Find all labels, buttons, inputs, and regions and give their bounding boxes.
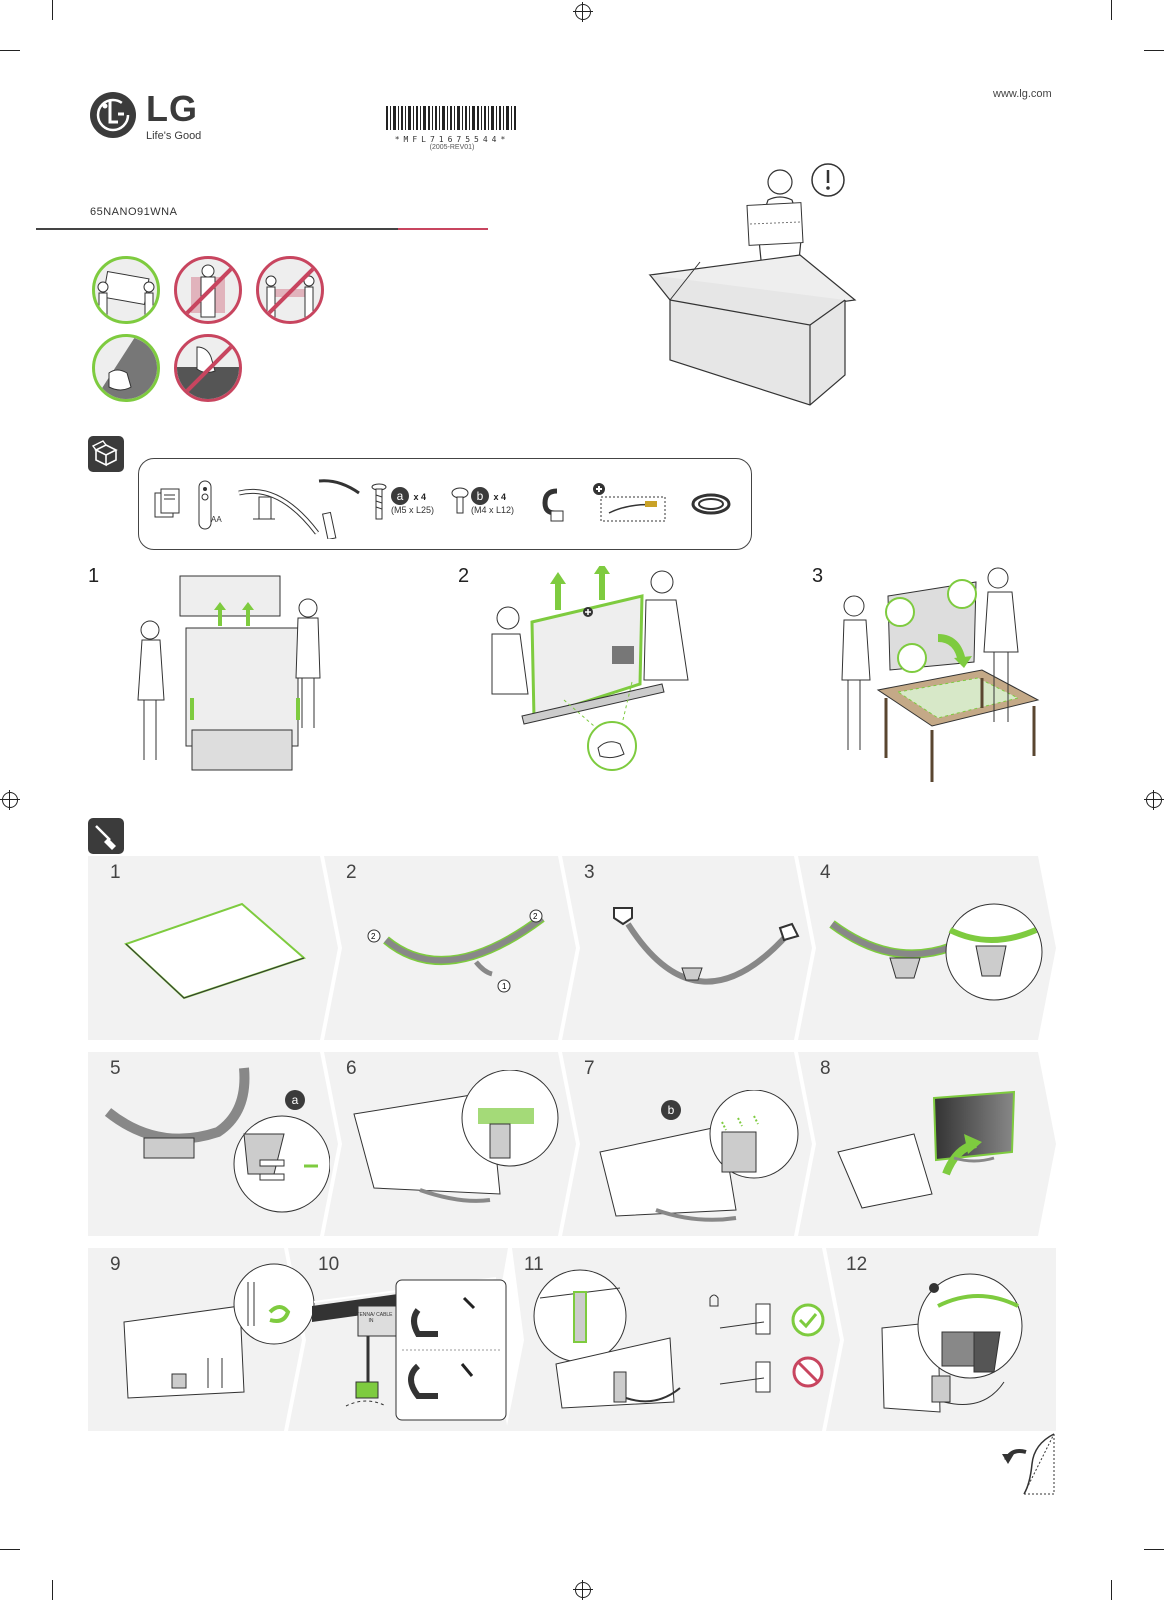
hint-carry-wrong-2: [256, 256, 324, 324]
crop-mark: [52, 1580, 53, 1600]
assembly-step-12-number: 12: [846, 1254, 868, 1275]
remote-control-icon: AA: [195, 477, 222, 536]
part-letter-b: b: [471, 487, 489, 505]
battery-label: AA: [211, 515, 222, 524]
assembly-step-11-number: 11: [524, 1254, 544, 1275]
step-5-part-letter: a: [285, 1090, 305, 1110]
step-10-illustration: [312, 1277, 507, 1421]
screw-b-qty: x 4: [493, 492, 506, 502]
assembly-step-5-number: 5: [110, 1058, 121, 1079]
crop-mark: [52, 0, 53, 20]
barcode-number: *MFL71675544*: [394, 135, 510, 144]
step-7-part-marker: b: [661, 1100, 681, 1120]
svg-text:2: 2: [533, 912, 538, 921]
step-6-illustration: [353, 1070, 559, 1203]
step-5-illustration: [104, 1067, 330, 1213]
step-3-illustration: [613, 907, 800, 985]
box-contents-icon: [88, 436, 124, 472]
registration-mark-icon: [573, 2, 593, 22]
step-4-illustration: [829, 903, 1043, 1001]
screw-a-qty: x 4: [413, 492, 426, 502]
unpack-step-1-illustration: [130, 570, 330, 785]
crop-mark: [1111, 1580, 1112, 1600]
screw-a-label: a x 4 (M5 x L25): [391, 487, 434, 515]
unpack-step-2-number: 2: [458, 565, 470, 587]
box-warning-illustration: [640, 160, 870, 415]
website-url: www.lg.com: [993, 88, 1052, 100]
barcode: *MFL71675544* (2005-REV01): [386, 106, 518, 151]
registration-mark-icon: [1144, 790, 1164, 810]
hint-grip-correct: [92, 334, 160, 402]
step-8-illustration: [837, 1090, 1016, 1209]
screwdriver-icon: [88, 818, 124, 854]
assembly-step-1-number: 1: [110, 862, 121, 883]
power-cord-icon: [689, 489, 735, 524]
crop-mark: [1144, 50, 1164, 51]
step-12-illustration: [881, 1273, 1023, 1413]
screw-b-icon: [451, 487, 469, 522]
cable-holder-icon: [315, 473, 365, 544]
unpack-step-1-number: 1: [88, 565, 100, 587]
assembly-step-3-number: 3: [584, 862, 595, 883]
lg-face-icon: [90, 92, 136, 138]
hint-grip-wrong: [174, 334, 242, 402]
crop-mark: [0, 1549, 20, 1550]
revision-code: (2005-REV01): [429, 144, 475, 151]
crop-mark: [1144, 1549, 1164, 1550]
assembly-step-2-number: 2: [346, 862, 357, 883]
step-5-part-marker: a: [285, 1090, 305, 1110]
svg-text:2: 2: [371, 932, 376, 941]
unpack-step-3-number: 3: [812, 565, 824, 587]
assembly-step-8-number: 8: [820, 1058, 831, 1079]
assembly-step-7-number: 7: [584, 1058, 595, 1079]
assembly-step-10-number: 10: [318, 1254, 340, 1275]
crop-mark: [1111, 0, 1112, 20]
av-cable-icon: [591, 481, 673, 530]
divider: [36, 228, 398, 230]
antenna-cable-in-label: ANTENNA/ CABLE IN: [349, 1312, 393, 1324]
hint-carry-wrong-1: [174, 256, 242, 324]
page-turn-icon: [1000, 1430, 1056, 1501]
part-letter-a: a: [391, 487, 409, 505]
unpack-step-2-illustration: [482, 562, 702, 781]
crop-mark: [0, 50, 20, 51]
step-2-illustration: 2 2 1: [367, 909, 545, 993]
screw-a-icon: [371, 483, 387, 528]
registration-mark-icon: [573, 1580, 593, 1600]
assembly-step-4-number: 4: [820, 862, 831, 883]
brand-slogan: Life's Good: [146, 130, 202, 142]
unpack-step-3-illustration: [838, 566, 1048, 791]
cable-clip-icon: [541, 485, 567, 530]
hint-carry-correct: [92, 256, 160, 324]
stand-base-icon: [235, 481, 321, 542]
brand-name: LG: [146, 88, 198, 129]
step-1-illustration: [124, 902, 306, 1000]
screw-b-spec: (M4 x L12): [471, 505, 515, 515]
parts-list: AA a x 4 (M5 x L25) b x 4 (M4 x L12): [138, 458, 752, 550]
svg-text:1: 1: [502, 982, 507, 991]
step-11-illustration: [533, 1269, 825, 1409]
manual-icon: [153, 487, 181, 526]
barcode-icon: [386, 106, 516, 130]
screw-b-label: b x 4 (M4 x L12): [471, 487, 514, 515]
lg-logo: LG Life's Good: [90, 88, 201, 142]
model-number: 65NANO91WNA: [90, 206, 178, 218]
step-9-illustration: [123, 1263, 315, 1399]
registration-mark-icon: [0, 790, 20, 810]
assembly-step-9-number: 9: [110, 1254, 121, 1275]
screw-a-spec: (M5 x L25): [391, 505, 435, 515]
step-7-illustration: [599, 1090, 799, 1222]
assembly-step-6-number: 6: [346, 1058, 357, 1079]
step-7-part-letter: b: [661, 1100, 681, 1120]
divider-accent: [398, 228, 488, 230]
